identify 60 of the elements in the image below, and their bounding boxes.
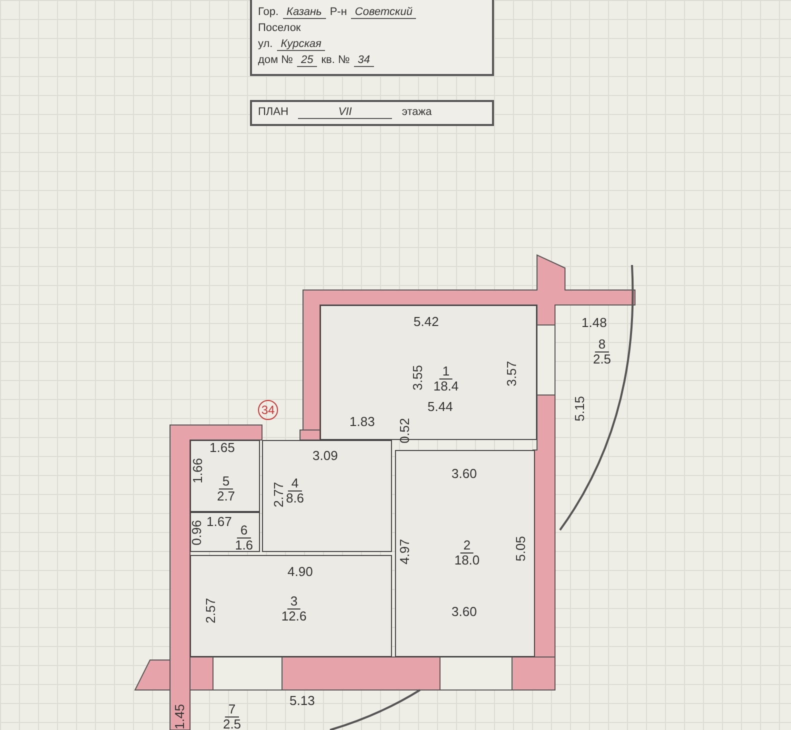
room-area: 12.6 [281,610,307,624]
room-area: 1.6 [234,538,254,552]
room-number: 4 [288,476,302,492]
dimension-label: 0.52 [398,418,412,443]
room [262,440,392,552]
dimension-label: 4.97 [398,538,412,564]
dimension-label: 3.55 [411,364,425,390]
room [190,512,260,552]
dimension-label: 5.44 [428,400,453,414]
room-number: 3 [287,594,301,610]
room-number: 2 [460,538,474,554]
apartment-number-circle: 34 [258,400,278,420]
handwritten-entry: Курская [276,38,326,51]
room-area: 2.5 [222,718,242,730]
floor-form [250,100,494,126]
handwritten-entry: 34 [354,54,374,67]
dimension-label: 5.05 [514,536,528,561]
dimension-label: 3.60 [452,605,477,619]
dimension-label: 3.60 [452,467,477,481]
room-area: 2.7 [216,490,236,504]
handwritten-entry: Советский [350,6,416,19]
room-area: 2.5 [592,352,612,366]
form-label: Поселок [258,22,301,34]
dimension-label: 1.45 [173,704,187,729]
dimension-label: 1.83 [350,415,375,429]
dimension-label: 4.90 [288,565,313,579]
handwritten-entry: VII [298,106,392,119]
room-area: 18.4 [433,380,459,394]
dimension-label: 2.57 [204,598,218,623]
form-label: этажа [402,106,432,118]
dimension-label: 0.96 [190,520,204,545]
dimension-label: 2.77 [272,482,286,507]
form-label: кв. № [321,54,350,66]
dimension-label: 1.66 [191,458,205,483]
dimension-label: 1.48 [582,316,607,330]
room [190,555,392,657]
room-number: 6 [237,524,251,538]
dimension-label: 1.67 [206,515,232,529]
dimension-label: 3.57 [505,360,519,386]
address-form [250,0,494,76]
dimension-label: 1.65 [210,441,235,455]
form-label: ПЛАН [258,106,288,118]
handwritten-entry: 25 [296,54,318,67]
room [190,440,260,512]
room-area: 18.0 [454,554,480,568]
form-label: Гор. [258,6,279,18]
dimension-label: 3.09 [312,449,338,463]
room-number: 7 [225,702,239,718]
dimension-label: 5.15 [573,396,587,421]
handwritten-entry: Казань [282,6,326,19]
room [395,450,535,657]
room-number: 5 [219,474,233,490]
form-label: ул. [258,38,273,50]
room-number: 8 [595,338,609,352]
dimension-label: 5.42 [414,315,439,329]
room-number: 1 [439,364,453,380]
form-label: Р-н [330,6,347,18]
dimension-label: 5.13 [290,694,315,708]
room-area: 8.6 [286,492,304,506]
form-label: дом № [258,54,293,66]
